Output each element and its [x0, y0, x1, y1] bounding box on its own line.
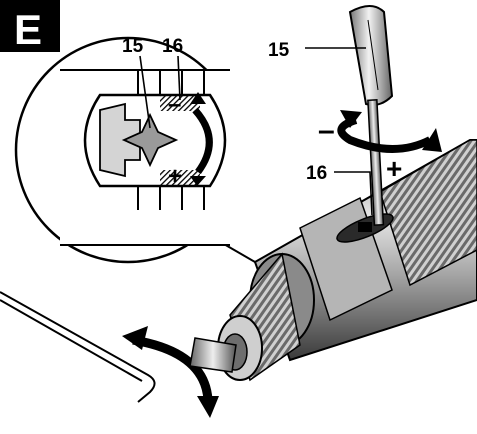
minus-symbol: –: [318, 114, 335, 147]
callout-leaders: [139, 47, 373, 216]
inset-minus-symbol: –: [168, 91, 181, 118]
callout-screwdriver: 15: [268, 40, 290, 61]
callout-slot: 16: [306, 163, 327, 184]
inset-plus-symbol: +: [168, 163, 182, 190]
badge-letter: E: [14, 6, 42, 53]
plus-symbol: +: [386, 153, 402, 184]
figure-badge: E: [0, 0, 60, 53]
cross-screw: [121, 112, 179, 168]
drill-body: [189, 139, 477, 382]
magnifier-inset: [14, 36, 256, 264]
rotation-arrow-bottom: [122, 326, 219, 418]
rotation-arrow-top: [337, 110, 442, 153]
hex-key-outline: [0, 291, 156, 403]
callout-inset-slot: 16: [162, 36, 183, 57]
callout-inset-screw: 15: [122, 36, 144, 57]
screwdriver: [348, 5, 394, 226]
